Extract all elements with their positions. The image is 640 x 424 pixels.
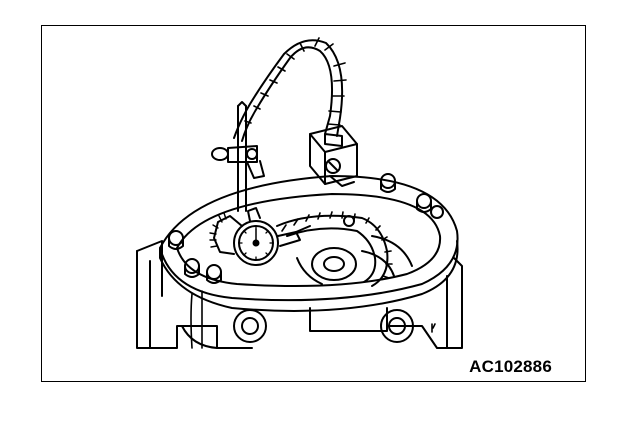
case-flange-ring	[159, 175, 459, 312]
dial-indicator	[209, 207, 311, 266]
bolt	[343, 215, 355, 227]
bolt	[206, 264, 222, 284]
ring-gear	[276, 211, 413, 287]
bolt	[168, 230, 184, 250]
bolt	[380, 173, 396, 193]
figure-frame: AC102886	[41, 25, 586, 382]
transmission-housing	[136, 240, 463, 349]
bolt	[430, 205, 444, 219]
figure-id-label: AC102886	[469, 357, 552, 376]
housing-details	[190, 290, 436, 349]
dial-indicator-on-differential-illustration	[136, 37, 463, 349]
bolt	[184, 258, 200, 278]
indicator-rod	[211, 101, 265, 212]
flange-bolts	[168, 173, 444, 284]
magnetic-base	[309, 125, 358, 187]
